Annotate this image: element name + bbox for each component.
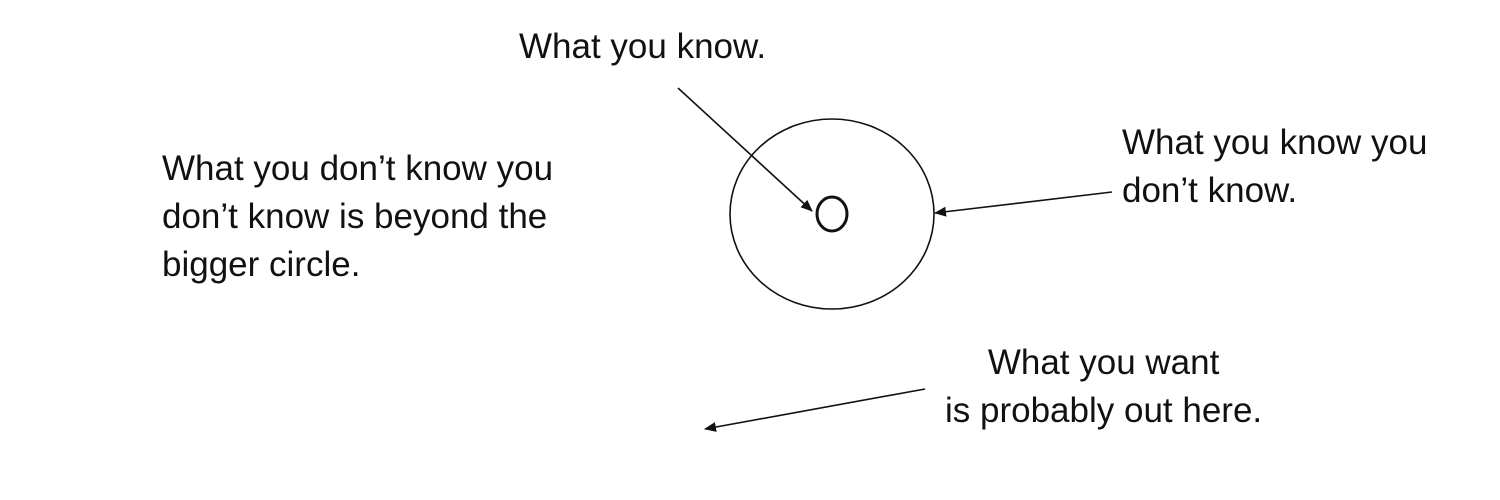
arrow-out-here <box>704 388 926 432</box>
inner-circle <box>815 195 849 233</box>
label-line: What you want <box>987 343 1220 382</box>
label-line: What you know you <box>1122 123 1428 162</box>
label-line: What you don’t know you <box>162 149 554 188</box>
label-known-unknowns: What you know you don’t know. <box>1122 119 1427 215</box>
label-what-you-want: What you want is probably out here. <box>945 339 1262 435</box>
label-what-you-know: What you know. <box>519 23 766 71</box>
arrow-to-inner-circle <box>677 87 813 212</box>
label-line: don’t know is beyond the <box>162 197 548 236</box>
label-line: is probably out here. <box>945 391 1263 430</box>
label-unknown-unknowns: What you don’t know you don’t know is be… <box>162 145 553 289</box>
label-line: bigger circle. <box>162 245 361 284</box>
arrow-to-outer-circle <box>934 191 1113 217</box>
label-line: don’t know. <box>1122 171 1298 210</box>
label-line: What you know. <box>519 27 767 66</box>
outer-circle <box>729 118 935 310</box>
